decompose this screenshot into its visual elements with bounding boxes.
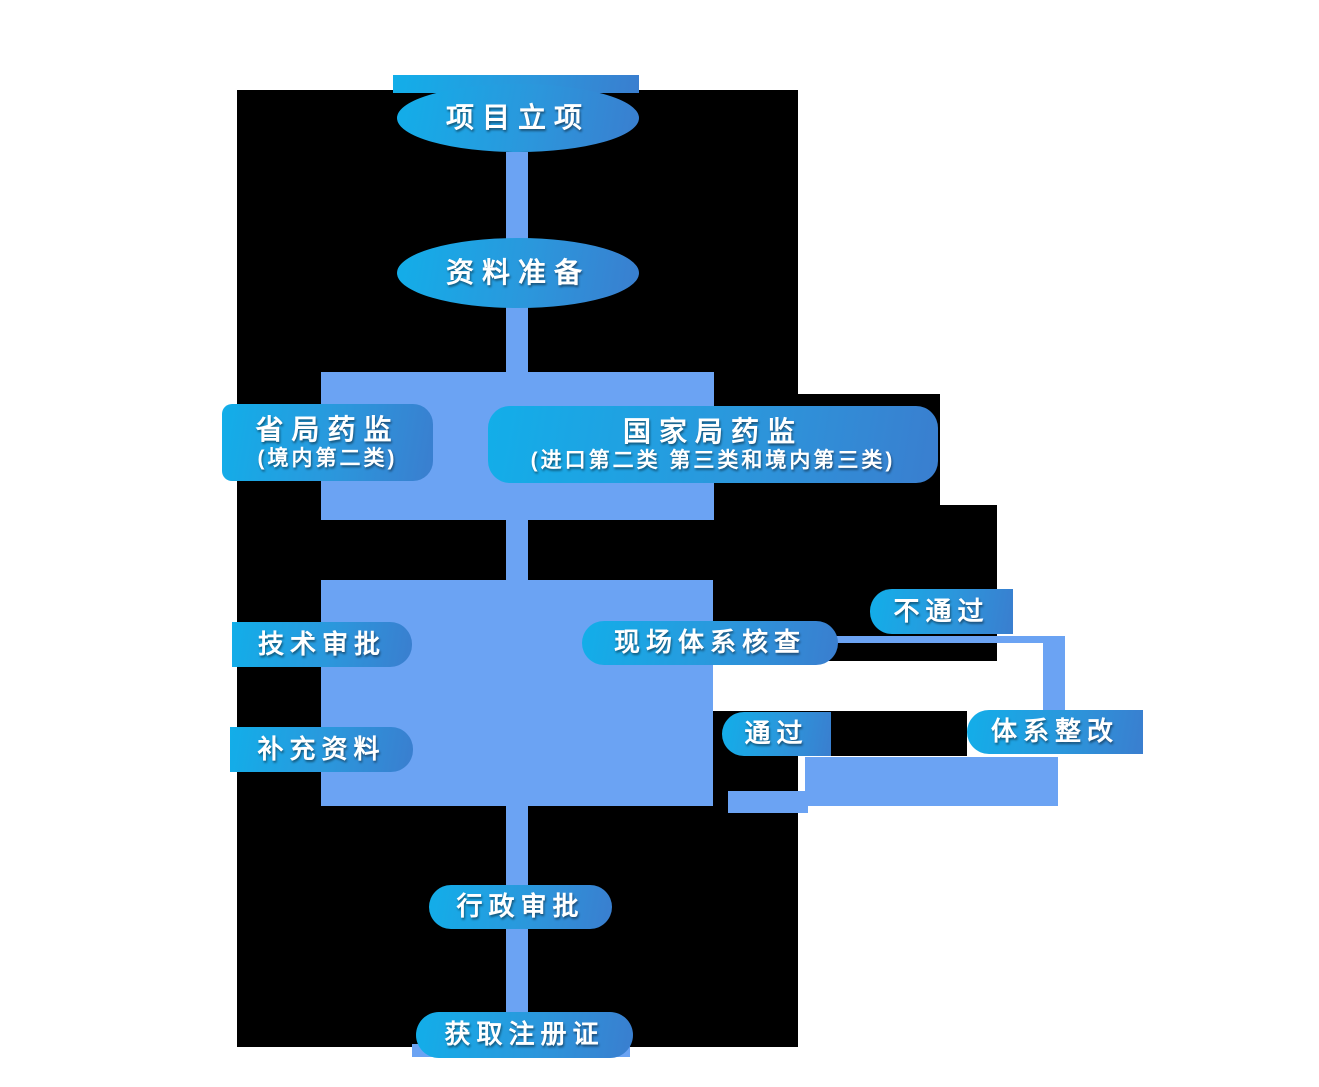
node-technical-label: 技术审批 — [257, 628, 386, 659]
node-national: 国家局药监 (进口第二类 第三类和境内第三类) — [488, 406, 938, 483]
node-certificate-label: 获取注册证 — [444, 1019, 605, 1050]
connector-administrative-certificate — [506, 926, 528, 1014]
node-rectify-label: 体系整改 — [990, 716, 1119, 747]
review-area-box — [321, 580, 713, 806]
node-administrative: 行政审批 — [429, 885, 612, 929]
node-pass: 通过 — [722, 712, 831, 756]
node-onsite-label: 现场体系核查 — [613, 627, 806, 658]
connector-fail-rectify-vertical — [1043, 636, 1065, 712]
node-certificate: 获取注册证 — [416, 1012, 633, 1058]
node-national-title: 国家局药监 — [622, 415, 803, 447]
node-administrative-label: 行政审批 — [456, 891, 585, 922]
node-start-label: 项目立项 — [445, 102, 590, 134]
background-notch — [713, 663, 798, 711]
node-national-subtitle: (进口第二类 第三类和境内第三类) — [530, 449, 896, 473]
node-provincial-title: 省局药监 — [255, 413, 400, 445]
node-provincial: 省局药监 (境内第二类) — [222, 404, 433, 481]
connector-agencies-review — [506, 520, 528, 582]
connector-prepare-agencies — [506, 306, 528, 372]
node-fail-label: 不通过 — [893, 595, 990, 626]
node-prepare: 资料准备 — [397, 238, 639, 308]
node-onsite: 现场体系核查 — [582, 621, 838, 665]
connector-onsite-fail-line — [836, 636, 1064, 643]
node-technical: 技术审批 — [232, 622, 412, 667]
node-start: 项目立项 — [397, 84, 639, 152]
connector-review-administrative — [506, 804, 528, 888]
connector-return-step-bar — [728, 791, 808, 813]
node-pass-label: 通过 — [744, 718, 809, 749]
connector-start-prepare — [506, 152, 528, 240]
node-supplement-label: 补充资料 — [257, 733, 386, 764]
node-prepare-label: 资料准备 — [445, 257, 590, 289]
connector-rectify-return-bar — [805, 757, 1058, 806]
node-fail: 不通过 — [870, 589, 1013, 634]
node-rectify: 体系整改 — [967, 710, 1143, 754]
node-supplement: 补充资料 — [230, 727, 413, 772]
node-provincial-subtitle: (境内第二类) — [257, 447, 398, 471]
